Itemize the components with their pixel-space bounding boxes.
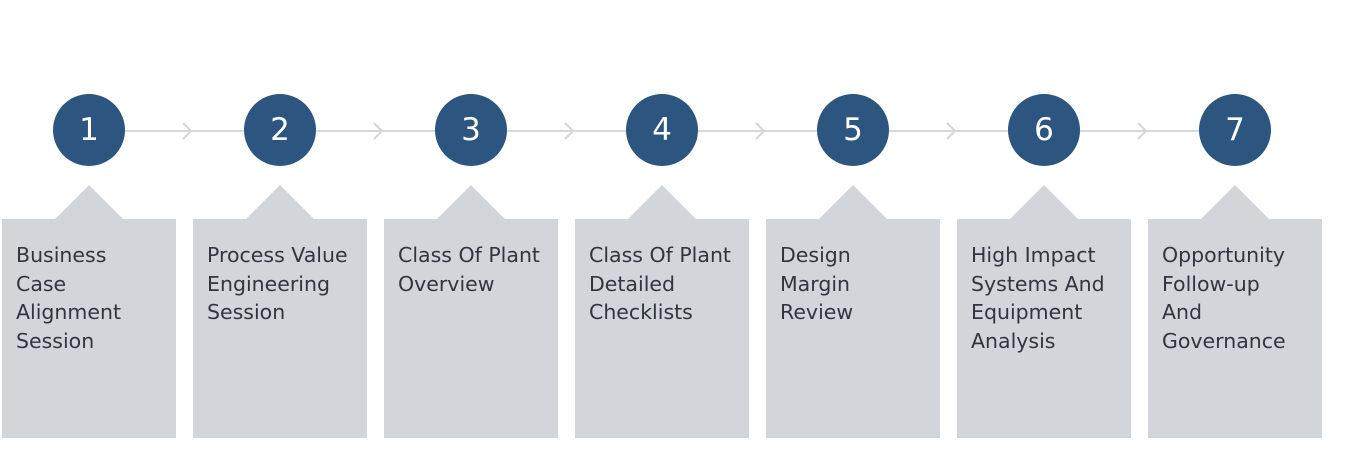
card-pointer [818, 185, 888, 220]
step-3-label: Class Of Plant Overview [398, 243, 540, 296]
connector-line [316, 130, 435, 132]
step-4-label: Class Of Plant Detailed Checklists [589, 243, 731, 324]
step-1-card: Business Case Alignment Session [2, 185, 176, 438]
step-2-card: Process Value Engineering Session [193, 185, 367, 438]
card-body: Opportunity Follow-up And Governance [1148, 219, 1322, 438]
step-7-label: Opportunity Follow-up And Governance [1162, 243, 1286, 353]
step-4-circle: 4 [626, 94, 698, 166]
card-pointer [1009, 185, 1079, 220]
card-body: Class Of Plant Detailed Checklists [575, 219, 749, 438]
chevron-right-icon [561, 121, 581, 141]
card-body: Business Case Alignment Session [2, 219, 176, 438]
step-3-circle: 3 [435, 94, 507, 166]
connector-line [889, 130, 1008, 132]
step-7-card: Opportunity Follow-up And Governance [1148, 185, 1322, 438]
connector-line [1080, 130, 1199, 132]
step-3-card: Class Of Plant Overview [384, 185, 558, 438]
chevron-right-icon [370, 121, 390, 141]
chevron-right-icon [943, 121, 963, 141]
step-2-circle: 2 [244, 94, 316, 166]
connector-line [125, 130, 244, 132]
step-2-label: Process Value Engineering Session [207, 243, 348, 324]
card-body: Class Of Plant Overview [384, 219, 558, 438]
chevron-right-icon [1134, 121, 1154, 141]
card-pointer [245, 185, 315, 220]
card-pointer [1200, 185, 1270, 220]
card-pointer [627, 185, 697, 220]
chevron-right-icon [179, 121, 199, 141]
card-body: Design Margin Review [766, 219, 940, 438]
step-6-circle: 6 [1008, 94, 1080, 166]
step-5-circle: 5 [817, 94, 889, 166]
connector-line [698, 130, 817, 132]
card-pointer [436, 185, 506, 220]
chevron-right-icon [752, 121, 772, 141]
step-6-card: High Impact Systems And Equipment Analys… [957, 185, 1131, 438]
card-pointer [54, 185, 124, 220]
step-7-circle: 7 [1199, 94, 1271, 166]
card-body: High Impact Systems And Equipment Analys… [957, 219, 1131, 438]
step-6-label: High Impact Systems And Equipment Analys… [971, 243, 1105, 353]
step-5-label: Design Margin Review [780, 243, 854, 324]
step-1-label: Business Case Alignment Session [16, 243, 122, 353]
step-5-card: Design Margin Review [766, 185, 940, 438]
card-body: Process Value Engineering Session [193, 219, 367, 438]
step-1-circle: 1 [53, 94, 125, 166]
step-4-card: Class Of Plant Detailed Checklists [575, 185, 749, 438]
connector-line [507, 130, 626, 132]
